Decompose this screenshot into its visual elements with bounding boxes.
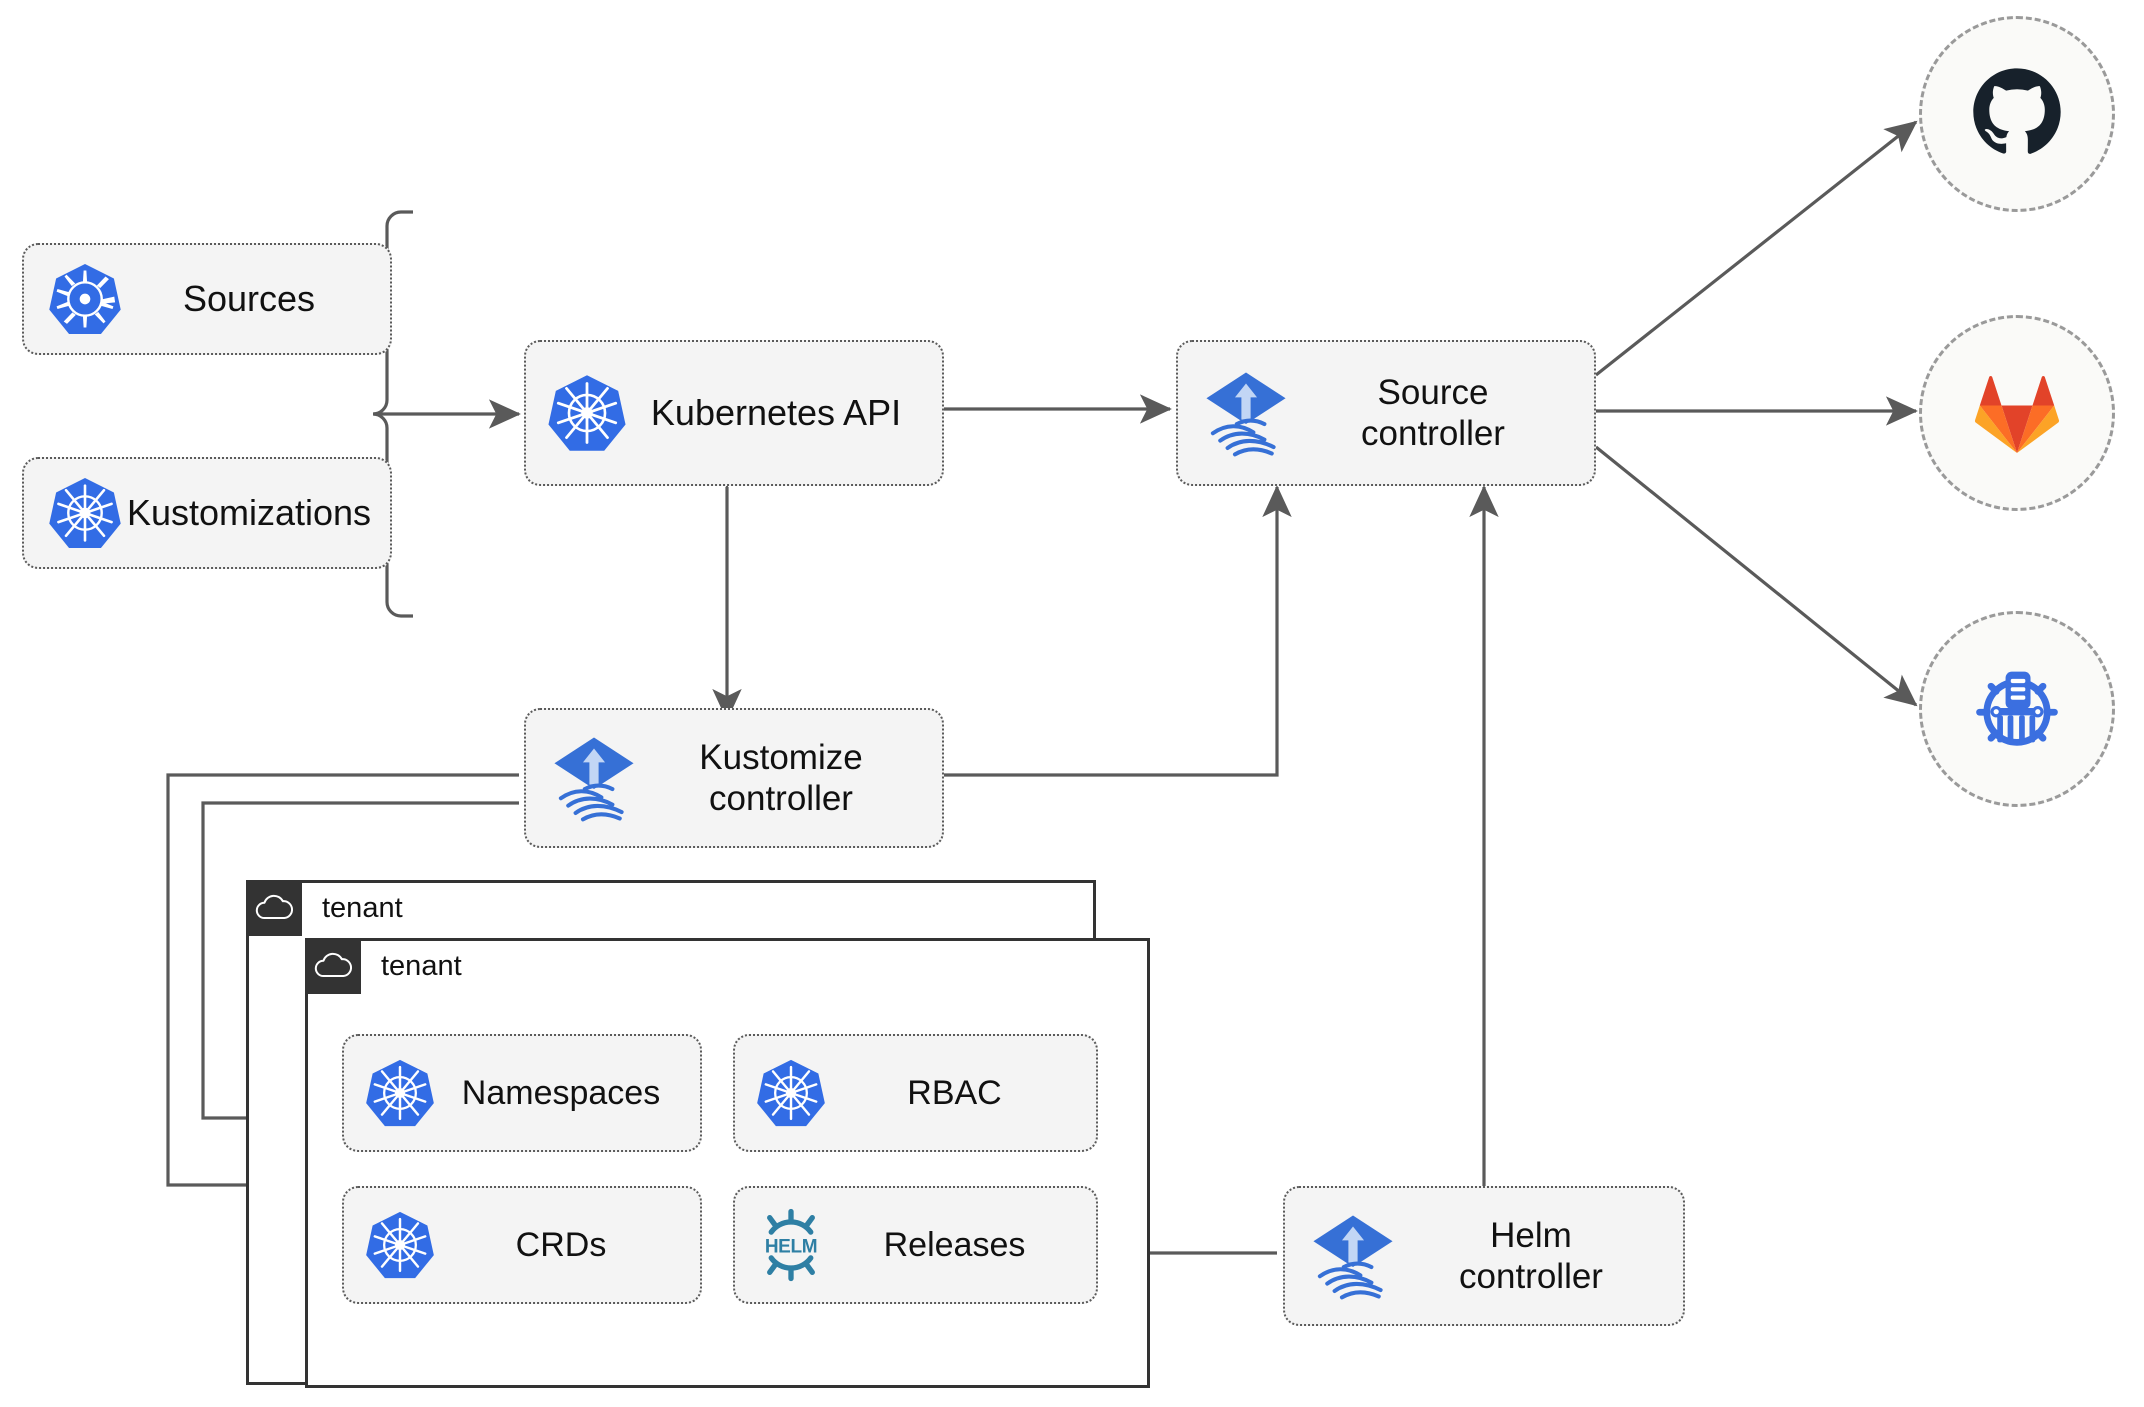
flux-icon <box>1200 367 1292 459</box>
cloud-icon <box>246 880 302 936</box>
helm-repository-icon <box>1965 655 2069 764</box>
provider-github[interactable] <box>1919 16 2115 212</box>
resource-label: Sources <box>182 277 316 319</box>
tenant-resource-label: RBAC <box>907 1073 1002 1112</box>
tenant-frame-inner[interactable]: tenant <box>305 938 1150 1388</box>
tenant-label: tenant <box>322 891 403 924</box>
kustomize-controller-label: Kustomize controller <box>699 737 863 818</box>
tenant-resource-label: Namespaces <box>461 1073 661 1112</box>
helm-controller-box[interactable]: Helm controller <box>1283 1186 1685 1326</box>
kustomize-controller-box[interactable]: Kustomize controller <box>524 708 944 848</box>
svg-text:HELM: HELM <box>765 1237 817 1258</box>
provider-gitlab[interactable] <box>1919 315 2115 511</box>
kubernetes-icon <box>44 258 126 340</box>
resource-box-kustomizations[interactable]: Kustomizations <box>22 457 392 569</box>
tenant-resource-releases[interactable]: HELM Releases <box>733 1186 1098 1304</box>
kubernetes-icon <box>362 1055 438 1131</box>
resource-label: Kustomizations <box>126 491 372 533</box>
resource-box-sources[interactable]: Sources <box>22 243 392 355</box>
gitlab-icon <box>1967 361 2067 466</box>
tenant-label: tenant <box>381 949 462 982</box>
kubernetes-api-box[interactable]: Kubernetes API <box>524 340 944 486</box>
flux-icon <box>548 732 640 824</box>
kubernetes-api-label: Kubernetes API <box>650 391 902 433</box>
tenant-resource-label: Releases <box>883 1225 1026 1264</box>
tenant-resource-rbac[interactable]: RBAC <box>733 1034 1098 1152</box>
kubernetes-icon <box>44 472 126 554</box>
tenant-tab-inner: tenant <box>305 938 462 994</box>
helm-controller-label: Helm controller <box>1459 1215 1603 1296</box>
kubernetes-icon <box>753 1055 829 1131</box>
github-icon <box>1965 60 2069 169</box>
provider-helm-repository[interactable] <box>1919 611 2115 807</box>
source-controller-label: Source controller <box>1361 372 1505 453</box>
tenant-tab-outer: tenant <box>246 880 403 936</box>
cloud-icon <box>305 938 361 994</box>
kubernetes-icon <box>546 372 628 454</box>
kubernetes-icon <box>362 1207 438 1283</box>
helm-icon: HELM <box>753 1207 829 1283</box>
flux-icon <box>1307 1210 1399 1302</box>
tenant-resource-namespaces[interactable]: Namespaces <box>342 1034 702 1152</box>
tenant-resource-label: CRDs <box>515 1225 607 1264</box>
source-controller-box[interactable]: Source controller <box>1176 340 1596 486</box>
tenant-resource-crds[interactable]: CRDs <box>342 1186 702 1304</box>
